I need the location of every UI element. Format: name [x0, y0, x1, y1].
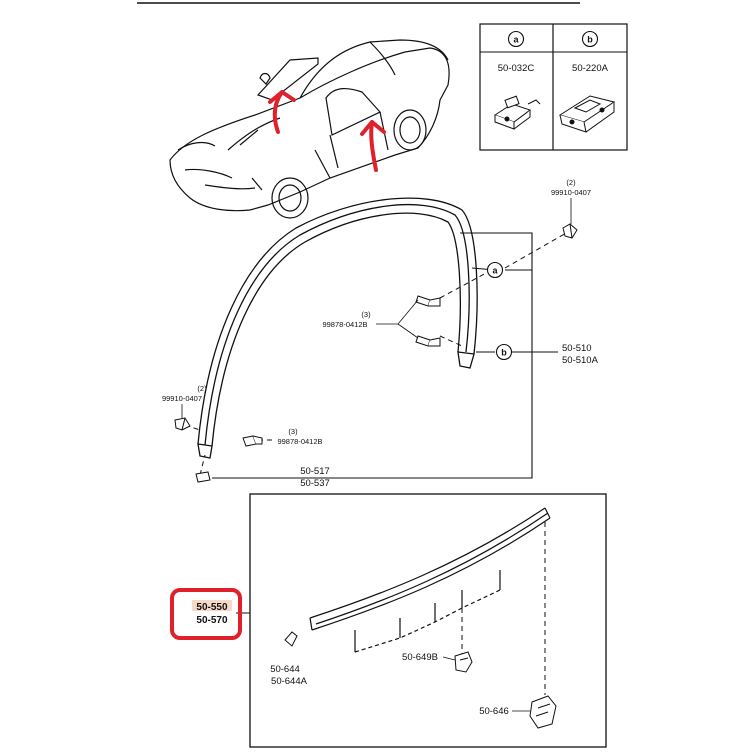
label-inset-646: 50-646 [479, 706, 509, 717]
clip-a-icon [493, 95, 541, 130]
label-highlight-part-1: 50-550 [196, 602, 228, 613]
part-649b-icon [454, 651, 473, 673]
inset-dashed-leaders [461, 522, 546, 695]
label-molding-part-2: 50-510A [562, 355, 599, 366]
label-molding-part-1: 50-510 [562, 343, 592, 354]
clip-left-icon [174, 417, 191, 431]
label-inset-644-1: 50-644 [270, 664, 300, 675]
label-clip-top-part: 99910-0407 [551, 188, 591, 197]
clip-bottom-icon [195, 471, 211, 483]
arch-callout-a-letter: a [492, 266, 498, 276]
inset-molding-strip [309, 507, 551, 653]
inset-box [249, 493, 607, 748]
clip-b-icon [558, 95, 616, 133]
label-bottom-part-1: 50-517 [300, 466, 330, 477]
leader-649b [442, 656, 456, 661]
label-clip-left-qty: (2) [197, 384, 207, 393]
arch-callout-a-circle [486, 261, 504, 279]
arch-callout-b-letter: b [501, 348, 507, 358]
label-clip-top-qty: (2) [566, 178, 576, 187]
arch-callout-b-circle [495, 343, 513, 361]
label-screw-lower-part: 99878-0412B [277, 437, 322, 446]
callout-a-letter: a [513, 35, 519, 45]
screw-upper-icons [415, 295, 441, 347]
arch-bracket-lines [212, 232, 558, 479]
clip-top-right-icon [562, 223, 578, 239]
label-screw-upper-qty: (3) [361, 310, 371, 319]
highlight-fill [192, 600, 232, 611]
label-inset-649b: 50-649B [402, 652, 438, 663]
callout-b-circle [581, 30, 599, 48]
callout-table: a b 50-032C 50-220A [479, 23, 628, 151]
red-arrow-windshield-head [268, 90, 296, 104]
callout-a-circle [507, 30, 525, 48]
part-646-icon [529, 695, 557, 729]
label-screw-upper-part: 99878-0412B [322, 320, 367, 329]
arch-molding [197, 197, 478, 459]
red-arrow-door-head [360, 120, 386, 136]
label-clip-left-part: 99910-0407 [162, 394, 202, 403]
part-644-icon [284, 631, 298, 647]
callout-a-part: 50-032C [498, 63, 535, 74]
label-inset-644-2: 50-644A [271, 676, 308, 687]
label-bottom-part-2: 50-537 [300, 478, 330, 489]
red-annotation-arrows [268, 90, 386, 172]
label-highlight-part-2: 50-570 [196, 615, 228, 626]
label-screw-lower-qty: (3) [288, 427, 298, 436]
car-illustration [169, 39, 450, 219]
callout-b-part: 50-220A [572, 63, 609, 74]
leader-screw-upper [376, 299, 419, 339]
screw-lower-icon [242, 435, 263, 447]
red-highlight-box [170, 588, 242, 640]
callout-b-letter: b [587, 35, 593, 45]
